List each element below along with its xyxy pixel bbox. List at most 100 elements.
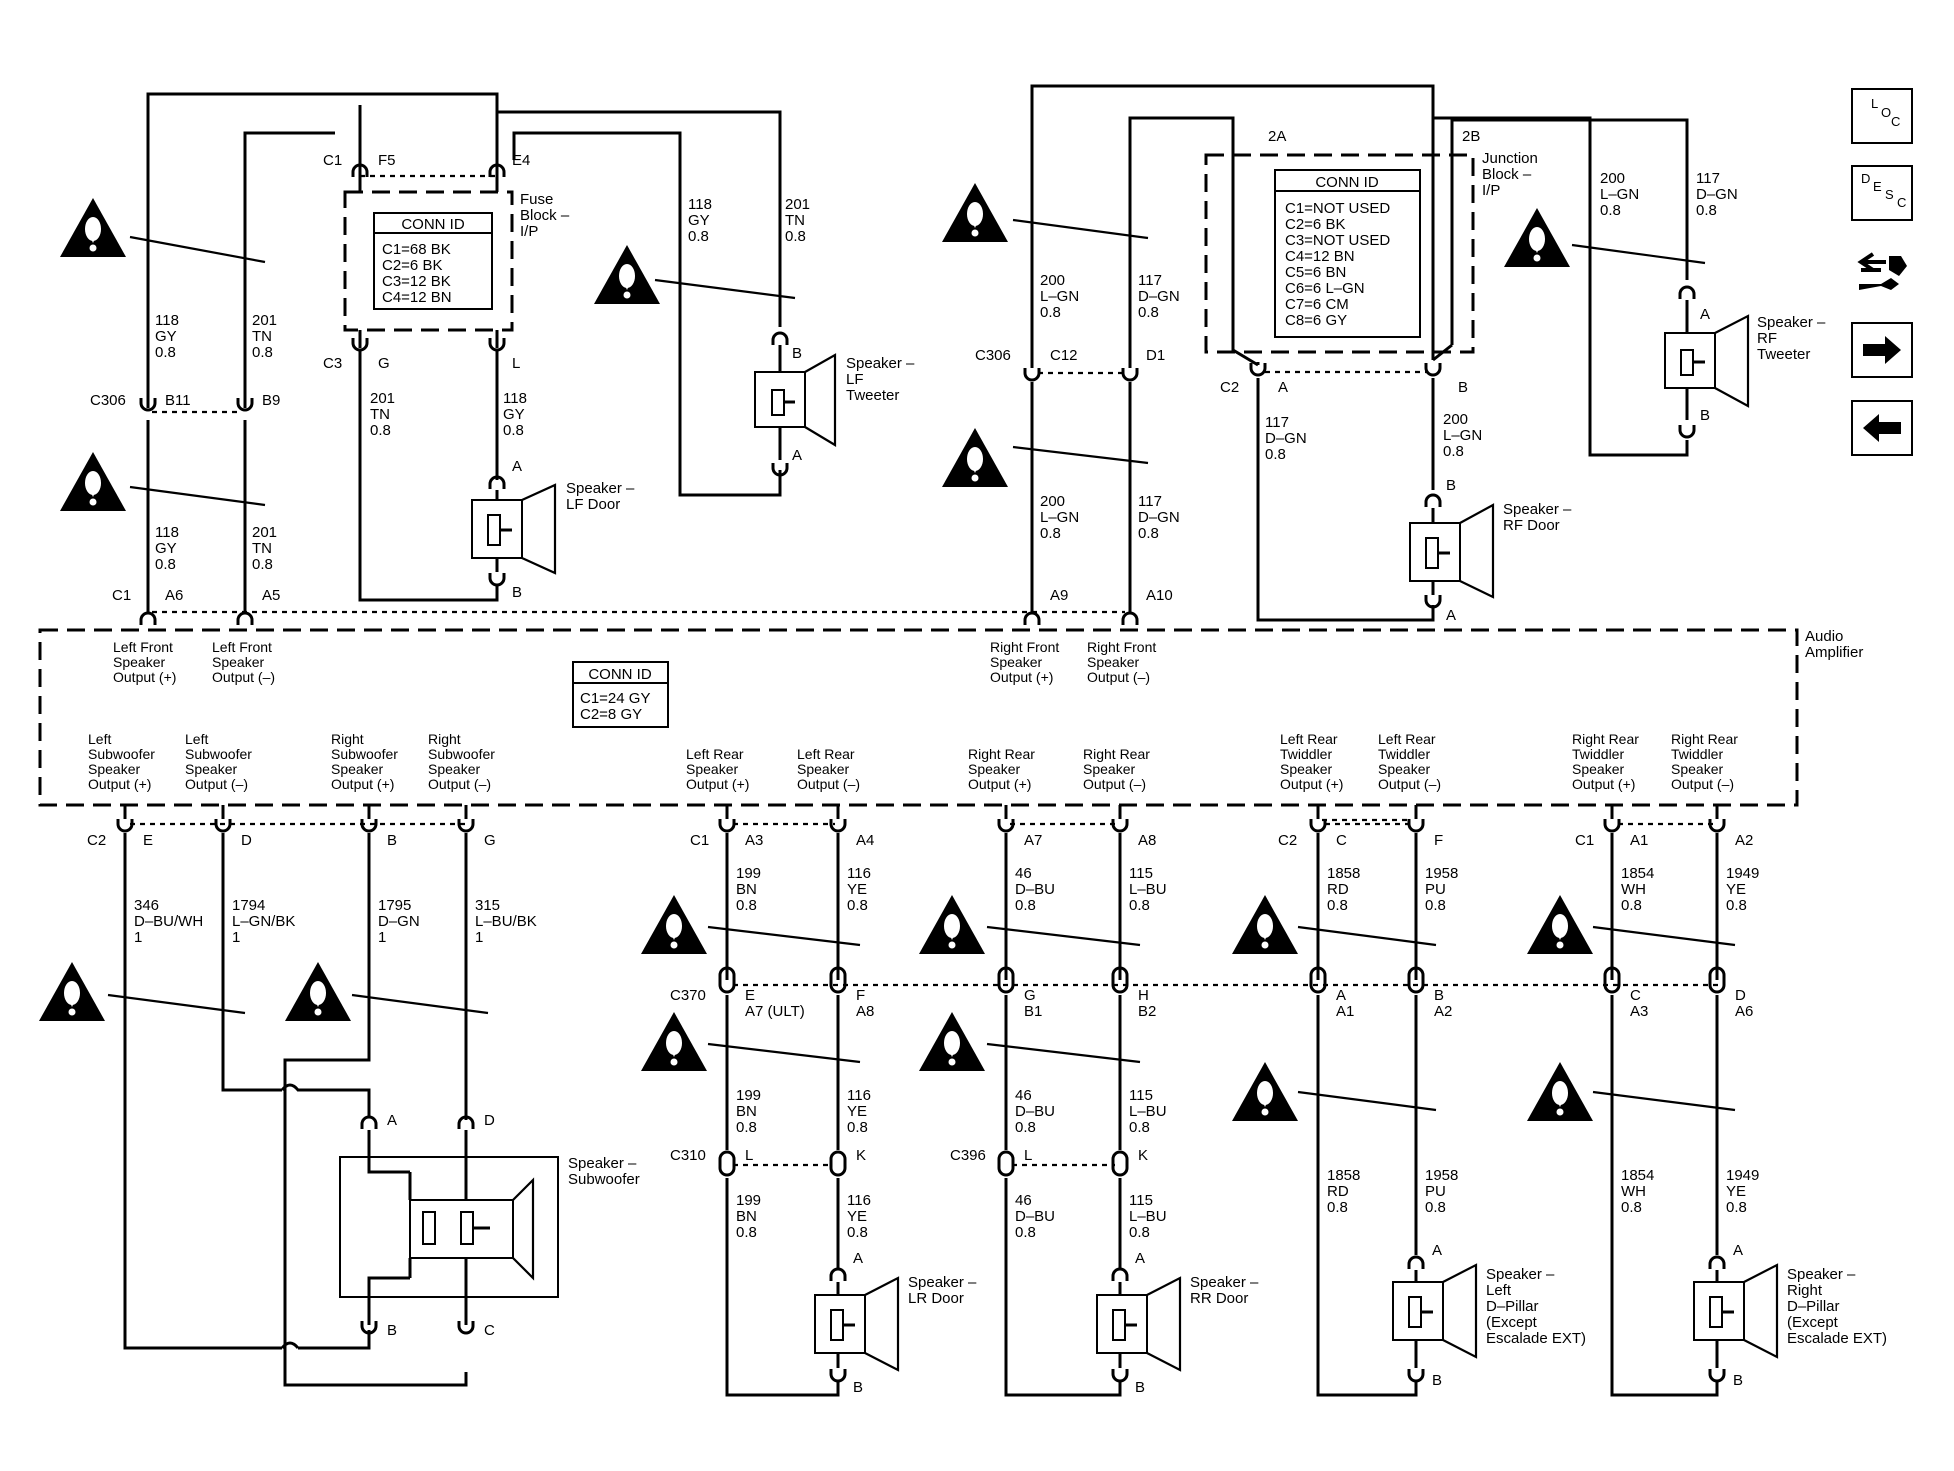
amp-output-label: Speaker	[1572, 761, 1624, 777]
speaker-label: Right	[1787, 1282, 1823, 1299]
speaker-label: Speaker –	[1190, 1274, 1259, 1291]
wire-gauge: 0.8	[847, 1119, 868, 1136]
d-pillar-section: A A1 B A2 C A3 D A6 1858 RD 0.8 1958 PU …	[1232, 818, 1887, 1397]
amp-output-label: Right Rear	[1083, 746, 1150, 762]
pin-label: A2	[1735, 832, 1753, 849]
pin-label: A7 (ULT)	[745, 1003, 805, 1020]
location-button[interactable]: L O C	[1851, 88, 1913, 144]
pin-label: A	[1700, 306, 1710, 323]
wire-color: YE	[1726, 1183, 1746, 1200]
amp-output-label: Speaker	[185, 761, 237, 777]
pin-label: L	[512, 355, 520, 372]
wire-color: GY	[155, 540, 177, 557]
pin-label: B	[1434, 987, 1444, 1004]
pin-label: C	[1336, 832, 1347, 849]
description-button[interactable]: D E S C	[1851, 165, 1913, 221]
speaker-lr-door: A B Speaker – LR Door	[814, 1250, 977, 1396]
fuse-conn-1: C1=68 BK	[382, 241, 451, 258]
amp-output-label: Twiddler	[1671, 746, 1723, 762]
amplifier-label: Audio	[1805, 628, 1843, 645]
wire-number: 200	[1040, 493, 1065, 510]
amp-output-label: Output (+)	[1280, 776, 1343, 792]
wire-color: L–GN	[1040, 288, 1079, 305]
wire-color: TN	[370, 406, 390, 423]
wire-number: 1795	[378, 897, 411, 914]
pin-label: B	[387, 832, 397, 849]
wire-number: 115	[1129, 865, 1153, 882]
amp-output-label: Speaker	[797, 761, 849, 777]
next-button[interactable]	[1851, 322, 1913, 378]
wire-color: BN	[736, 1208, 757, 1225]
pin-label: B	[1458, 379, 1468, 396]
amp-output-label: Speaker	[331, 761, 383, 777]
wire-number: 117	[1138, 493, 1162, 510]
pin-label: B1	[1024, 1003, 1042, 1020]
loc-letter: L	[1871, 96, 1878, 111]
wire-color: L–GN	[1600, 186, 1639, 203]
amp-output-label: Output (+)	[1572, 776, 1635, 792]
amp-output-label: Output (–)	[212, 669, 275, 685]
wire-gauge: 0.8	[1015, 897, 1036, 914]
amp-output-label: Output (+)	[113, 669, 176, 685]
pin-label: C	[1630, 987, 1641, 1004]
speaker-label: Escalade EXT)	[1787, 1330, 1887, 1347]
wire-color: D–BU	[1015, 881, 1055, 898]
pin-label: A5	[262, 587, 280, 604]
pin-label: C1	[323, 152, 342, 169]
speaker-rr-door: A B Speaker – RR Door	[1096, 1250, 1259, 1396]
amp-output-label: Subwoofer	[88, 746, 155, 762]
speaker-rf-tweeter: A B Speaker – RF Tweeter	[1664, 285, 1826, 439]
wire-color: YE	[1726, 881, 1746, 898]
wire-number: 117	[1138, 272, 1162, 289]
pin-label: C306	[975, 347, 1011, 364]
speaker-label: RF Door	[1503, 517, 1560, 534]
fuse-block-label-3: I/P	[520, 223, 538, 240]
pin-label: A7	[1024, 832, 1042, 849]
wire-color: WH	[1621, 1183, 1646, 1200]
wire-gauge: 0.8	[1040, 525, 1061, 542]
speaker-label: Tweeter	[846, 387, 899, 404]
wire-number: 1858	[1327, 865, 1360, 882]
connector-c306-right: C306 C12 D1 A9 A10	[975, 347, 1173, 604]
desc-icon: D E S C	[1861, 171, 1906, 210]
pin-label: C1	[112, 587, 131, 604]
speaker-label: RR Door	[1190, 1290, 1248, 1307]
speaker-label: Speaker –	[846, 355, 915, 372]
pin-label: B	[853, 1379, 863, 1396]
amp-output-label: Left Front	[113, 639, 173, 655]
wire-color: L–BU	[1129, 1103, 1167, 1120]
amp-output-label: Speaker	[212, 654, 264, 670]
amp-output-label: Left	[185, 731, 208, 747]
wire-color: WH	[1621, 881, 1646, 898]
wire-number: 200	[1040, 272, 1065, 289]
pin-label: B	[1733, 1372, 1743, 1389]
wire-labels-top-left: 118 GY 0.8 201 TN 0.8 118 GY 0.8 201 TN …	[155, 196, 810, 573]
wire-gauge: 0.8	[847, 1224, 868, 1241]
pin-label: A6	[165, 587, 183, 604]
amp-output-label: Right	[428, 731, 461, 747]
junction-conn-4: C4=12 BN	[1285, 248, 1355, 265]
speaker-label: Subwoofer	[568, 1171, 640, 1188]
warning-icon	[919, 1012, 985, 1071]
amp-output-label: Right Front	[1087, 639, 1156, 655]
connector-tool-button[interactable]	[1851, 242, 1913, 304]
back-button[interactable]	[1851, 400, 1913, 456]
desc-letter: S	[1885, 187, 1894, 202]
wire-gauge: 0.8	[1015, 1224, 1036, 1241]
amp-conn-title: CONN ID	[588, 666, 652, 683]
wire-number: 117	[1265, 414, 1289, 431]
amp-output-label: Speaker	[1280, 761, 1332, 777]
wire-color: D–GN	[1138, 509, 1180, 526]
pin-label: A	[1446, 607, 1456, 624]
pin-label: F5	[378, 152, 396, 169]
pin-label: A	[1135, 1250, 1145, 1267]
pin-label: B	[512, 584, 522, 601]
amplifier-label-2: Amplifier	[1805, 644, 1863, 661]
warning-icon	[594, 245, 660, 304]
wire-number: 199	[736, 1087, 761, 1104]
warning-icon	[1232, 895, 1298, 954]
wire-color: D–BU	[1015, 1208, 1055, 1225]
amp-output-label: Speaker	[1087, 654, 1139, 670]
pin-label: L	[745, 1147, 753, 1164]
